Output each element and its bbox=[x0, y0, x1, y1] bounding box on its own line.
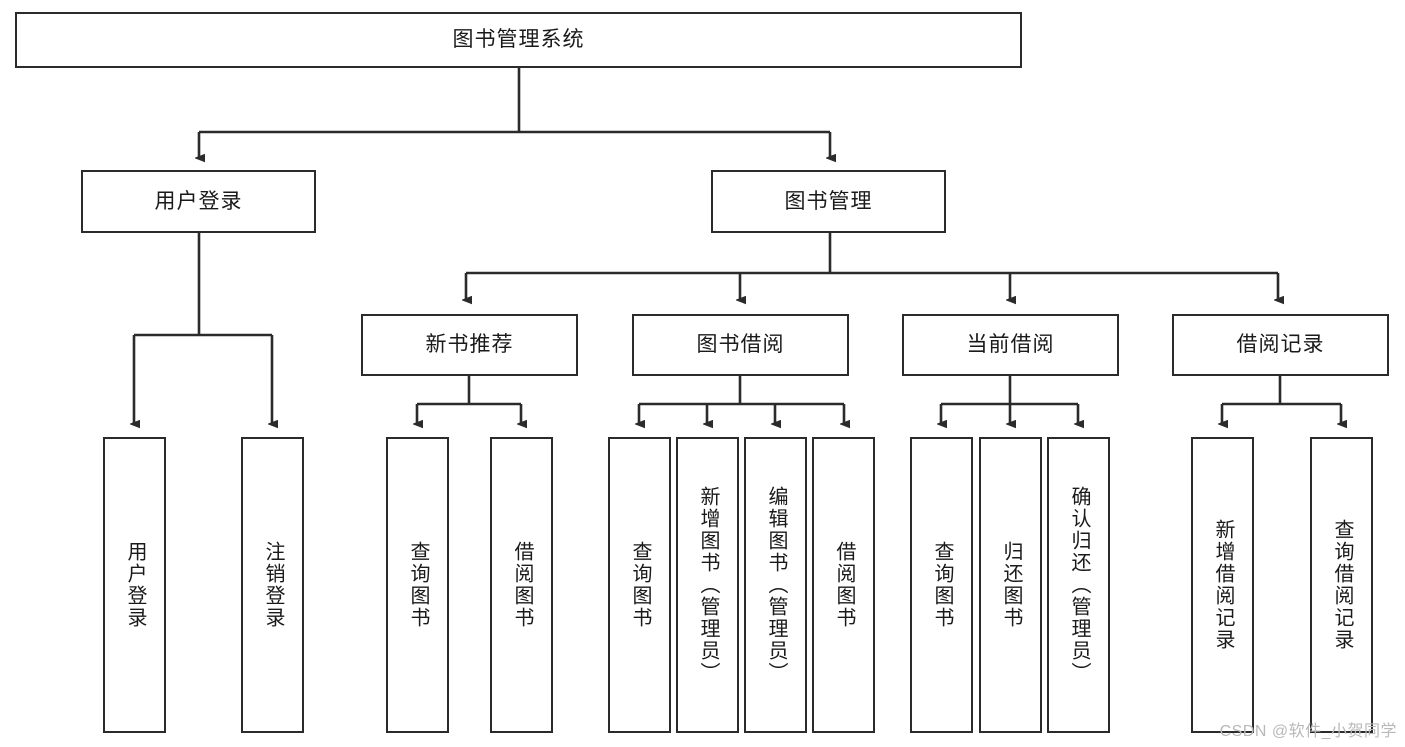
leaf-current-confirm-return-admin[interactable]: 确认归还（管理员） bbox=[1047, 437, 1110, 733]
node-label: 图书管理系统 bbox=[452, 28, 585, 52]
leaf-record-add-record[interactable]: 新增借阅记录 bbox=[1191, 437, 1254, 733]
leaf-recommend-query-book[interactable]: 查询图书 bbox=[386, 437, 449, 733]
node-label: 图书管理 bbox=[784, 189, 873, 213]
node-label: 查询图书 bbox=[407, 541, 429, 629]
leaf-borrow-query-book[interactable]: 查询图书 bbox=[608, 437, 671, 733]
leaf-borrow-edit-book-admin[interactable]: 编辑图书（管理员） bbox=[744, 437, 807, 733]
node-label: 查询图书 bbox=[931, 541, 953, 629]
node-borrow-record[interactable]: 借阅记录 bbox=[1172, 314, 1389, 376]
node-label: 当前借阅 bbox=[966, 333, 1055, 357]
node-label: 用户登录 bbox=[154, 189, 243, 213]
watermark-text: CSDN @软件_小贺同学 bbox=[1219, 723, 1397, 740]
leaf-recommend-borrow-book[interactable]: 借阅图书 bbox=[490, 437, 553, 733]
node-label: 查询图书 bbox=[629, 541, 651, 629]
node-label: 借阅图书 bbox=[511, 541, 533, 629]
node-label: 用户登录 bbox=[124, 541, 146, 629]
node-label: 图书借阅 bbox=[696, 333, 785, 357]
node-label: 注销登录 bbox=[262, 541, 284, 629]
node-book-borrow[interactable]: 图书借阅 bbox=[632, 314, 849, 376]
leaf-borrow-borrow-book[interactable]: 借阅图书 bbox=[812, 437, 875, 733]
leaf-user-login-signin[interactable]: 用户登录 bbox=[103, 437, 166, 733]
leaf-user-login-signout[interactable]: 注销登录 bbox=[241, 437, 304, 733]
node-current-borrow[interactable]: 当前借阅 bbox=[902, 314, 1119, 376]
node-label: 确认归还（管理员） bbox=[1068, 486, 1090, 684]
leaf-current-return-book[interactable]: 归还图书 bbox=[979, 437, 1042, 733]
leaf-borrow-add-book-admin[interactable]: 新增图书（管理员） bbox=[676, 437, 739, 733]
node-root-system[interactable]: 图书管理系统 bbox=[15, 12, 1022, 68]
node-new-book-recommend[interactable]: 新书推荐 bbox=[361, 314, 578, 376]
node-label: 借阅记录 bbox=[1236, 333, 1325, 357]
node-label: 编辑图书（管理员） bbox=[765, 486, 787, 684]
node-book-management[interactable]: 图书管理 bbox=[711, 170, 946, 233]
node-label: 归还图书 bbox=[1000, 541, 1022, 629]
leaf-record-query-record[interactable]: 查询借阅记录 bbox=[1310, 437, 1373, 733]
node-label: 查询借阅记录 bbox=[1331, 519, 1353, 651]
node-label: 新增图书（管理员） bbox=[697, 486, 719, 684]
node-label: 新书推荐 bbox=[425, 333, 514, 357]
node-user-login[interactable]: 用户登录 bbox=[81, 170, 316, 233]
leaf-current-query-book[interactable]: 查询图书 bbox=[910, 437, 973, 733]
node-label: 新增借阅记录 bbox=[1212, 519, 1234, 651]
node-label: 借阅图书 bbox=[833, 541, 855, 629]
